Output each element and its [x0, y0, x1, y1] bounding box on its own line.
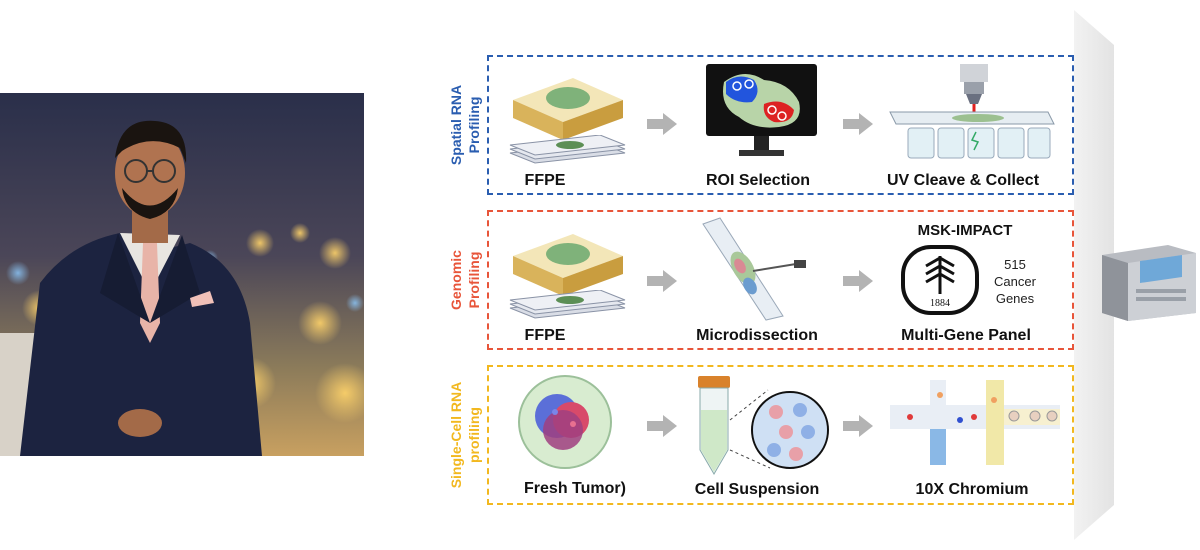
svg-text:1884: 1884: [930, 298, 950, 309]
funnel-shape: [1074, 10, 1114, 540]
single-cell-panel: [487, 365, 1074, 505]
flow-arrow-icon: [647, 270, 677, 292]
step-label: Multi-Gene Panel: [901, 327, 1031, 344]
tube-icon: [698, 376, 829, 475]
step-label: Microdissection: [696, 327, 818, 344]
flow-arrow-icon: [843, 113, 873, 135]
ffpe-block-icon: [513, 234, 623, 296]
msk-logo-icon: 1884: [901, 245, 979, 315]
step-label: FFPE: [524, 327, 566, 344]
flow-arrow-icon: [843, 270, 873, 292]
genomic-panel: [487, 210, 1074, 350]
spatial-rna-panel: [487, 55, 1074, 195]
flow-arrow-icon: [843, 415, 873, 437]
msk-impact-title: MSK-IMPACT: [917, 222, 1013, 239]
step-label: 10X Chromium: [915, 481, 1029, 498]
flow-arrow-icon: [647, 113, 677, 135]
portrait-photo: [0, 93, 364, 456]
step-label: FFPE: [524, 172, 566, 189]
tumor-cell-icon: [518, 375, 612, 469]
flow-arrow-icon: [647, 415, 677, 437]
step-label: Fresh Tumor): [524, 480, 626, 497]
step-label: ROI Selection: [705, 172, 811, 189]
chromium-chip-icon: [890, 380, 1060, 465]
microdissection-slide-icon: [702, 217, 806, 321]
sequencer-icon: [1102, 245, 1196, 321]
step-label: UV Cleave & Collect: [886, 172, 1040, 189]
slides-icon: [509, 290, 626, 319]
microscope-icon: [889, 64, 1055, 159]
monitor-icon: [706, 64, 817, 156]
ffpe-block-icon: [513, 78, 623, 140]
slides-icon: [509, 135, 626, 164]
step-label: Cell Suspension: [694, 481, 820, 498]
